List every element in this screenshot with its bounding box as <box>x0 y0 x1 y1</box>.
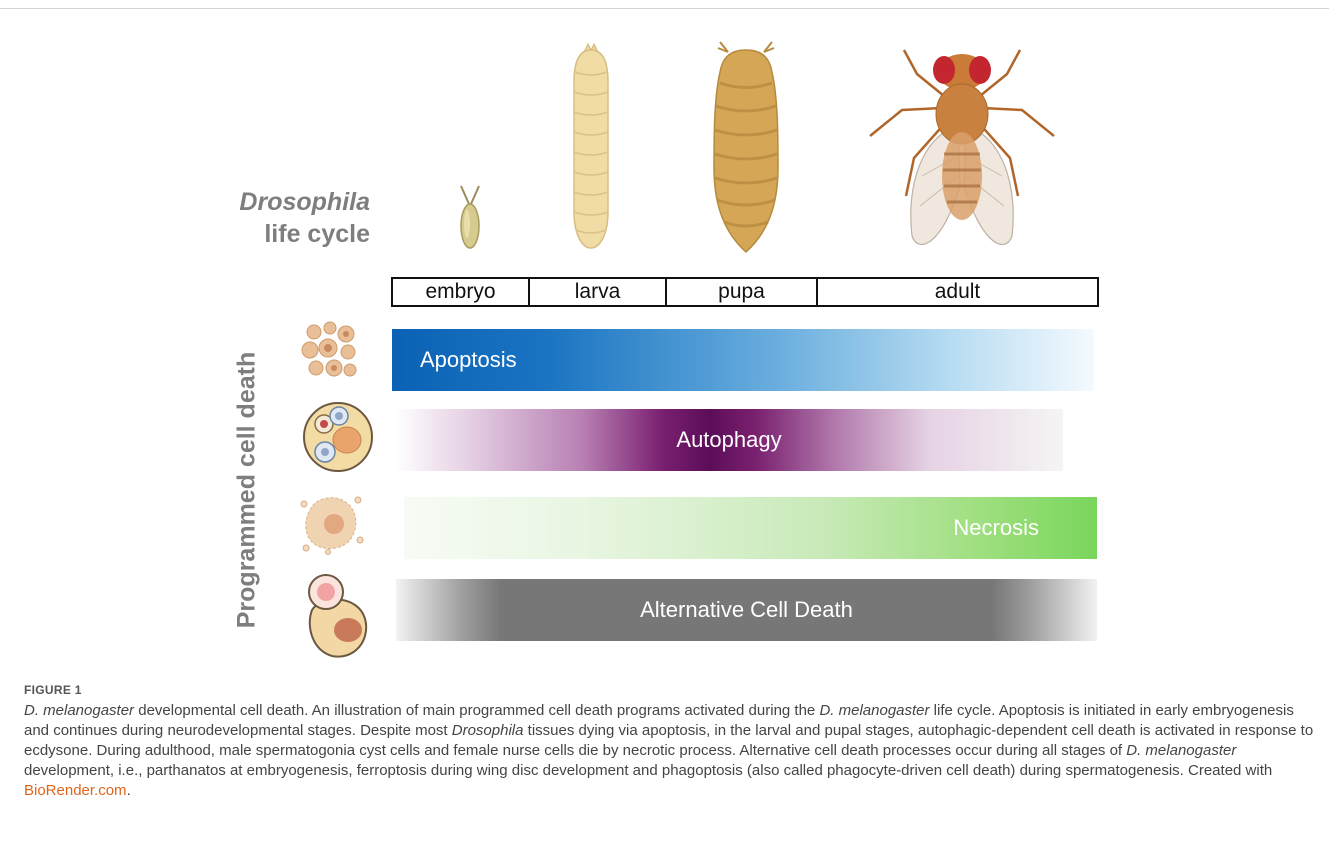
apoptotic-cell-icon <box>300 320 360 384</box>
caption-text: D. melanogaster developmental cell death… <box>24 701 1314 801</box>
caption-genus: Drosophila <box>452 722 524 739</box>
figure-caption: FIGURE 1 D. melanogaster developmental c… <box>24 683 1314 801</box>
figure-illustration: Drosophila life cycle <box>0 0 1329 650</box>
phagocytosed-cell-icon <box>302 570 372 660</box>
pupa-icon <box>706 38 786 258</box>
life-cycle-text: life cycle <box>190 218 370 250</box>
stage-embryo: embryo <box>393 279 530 305</box>
caption-species: D. melanogaster <box>24 702 134 719</box>
autophagy-label: Autophagy <box>676 427 781 453</box>
biorender-link[interactable]: BioRender.com <box>24 782 127 799</box>
programmed-cell-death-label: Programmed cell death <box>233 352 262 628</box>
figure-number: FIGURE 1 <box>24 683 1314 697</box>
autophagy-band: Autophagy <box>395 409 1063 471</box>
necrosis-label: Necrosis <box>953 515 1039 541</box>
larva-icon <box>566 42 616 252</box>
alternative-cell-death-band: Alternative Cell Death <box>396 579 1097 641</box>
caption-segment: . <box>127 782 131 799</box>
life-stage-timeline: embryo larva pupa adult <box>391 277 1099 307</box>
embryo-icon <box>452 180 488 252</box>
apoptosis-band: Apoptosis <box>392 329 1094 391</box>
necrotic-cell-icon <box>298 490 364 556</box>
caption-species: D. melanogaster <box>819 702 929 719</box>
life-cycle-genus: Drosophila <box>190 186 370 218</box>
necrosis-band: Necrosis <box>404 497 1097 559</box>
caption-species: D. melanogaster <box>1126 742 1236 759</box>
autophagic-cell-icon <box>301 400 375 474</box>
caption-segment: developmental cell death. An illustratio… <box>134 702 819 719</box>
stage-larva: larva <box>530 279 667 305</box>
stage-adult: adult <box>818 279 1097 305</box>
life-cycle-label: Drosophila life cycle <box>190 186 370 250</box>
adult-fly-icon <box>862 36 1062 261</box>
caption-segment: development, i.e., parthanatos at embryo… <box>24 762 1272 779</box>
alternative-cell-death-label: Alternative Cell Death <box>640 597 853 623</box>
stage-pupa: pupa <box>667 279 818 305</box>
apoptosis-label: Apoptosis <box>420 347 517 373</box>
